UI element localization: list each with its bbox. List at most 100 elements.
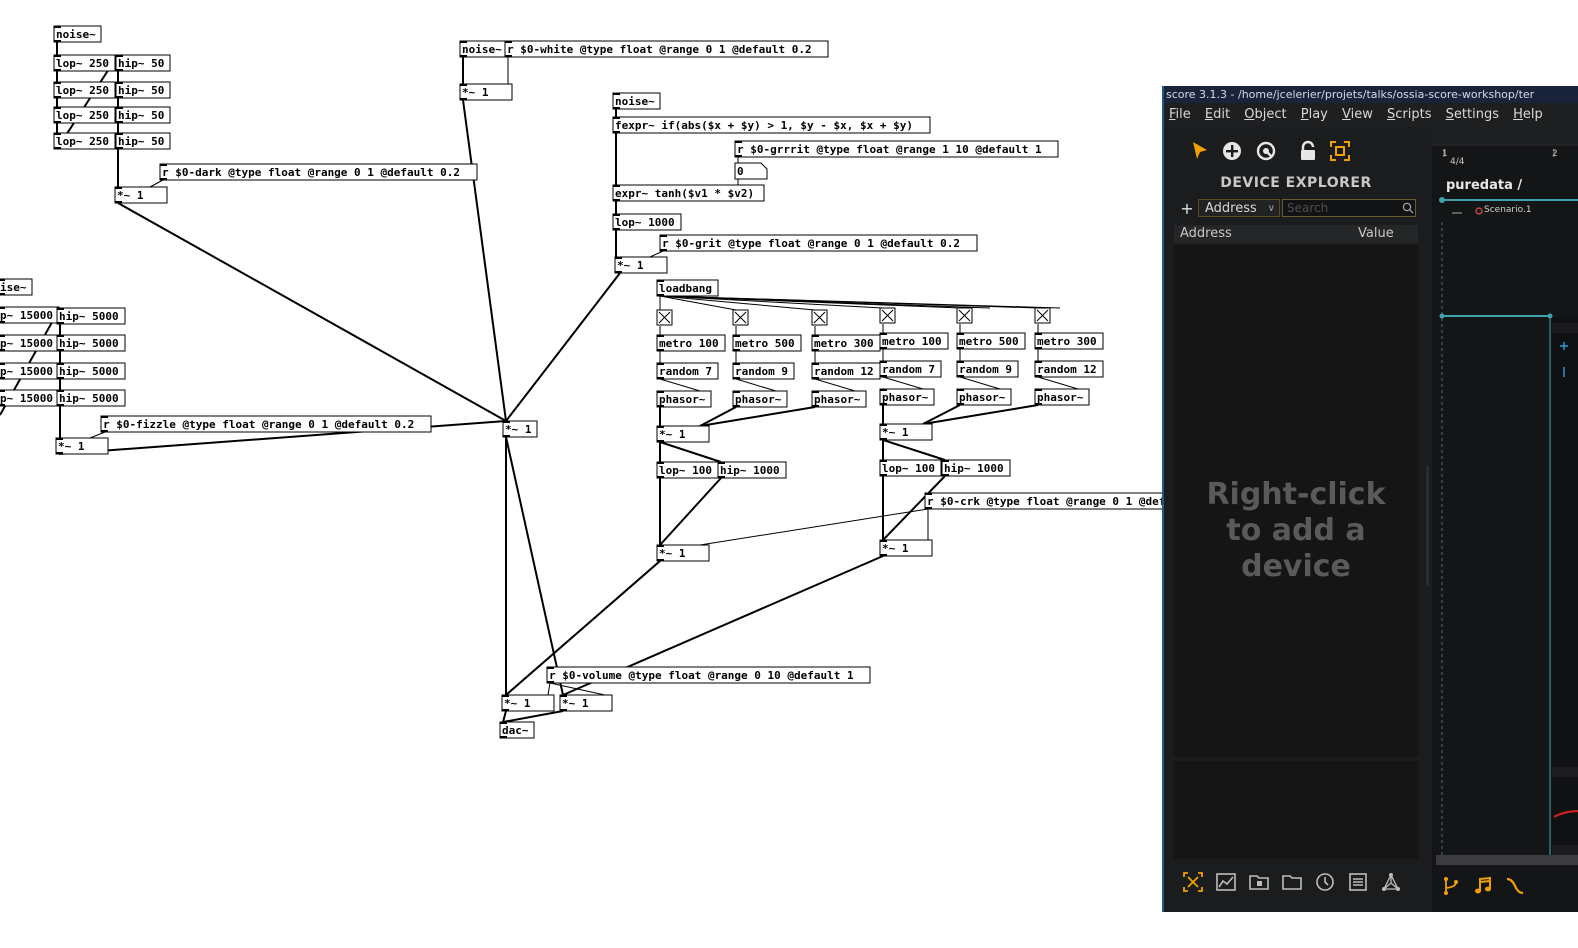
pd-inlet[interactable]: [503, 421, 510, 423]
pd-outlet[interactable]: [957, 347, 964, 349]
pd-object-loadbang[interactable]: loadbang: [656, 279, 719, 297]
pd-outlet[interactable]: [942, 474, 949, 476]
curve-step-icon[interactable]: [1504, 875, 1526, 897]
score-window[interactable]: score 3.1.3 - /home/jcelerier/projets/ta…: [1162, 86, 1578, 912]
pd-object-mul-1[interactable]: *~ 1: [501, 694, 555, 712]
pd-outlet[interactable]: [880, 554, 887, 556]
pd-object-hip-50[interactable]: hip~ 50: [115, 54, 171, 72]
pd-inlet[interactable]: [657, 363, 664, 365]
pd-outlet[interactable]: [957, 375, 964, 377]
pd-outlet[interactable]: [657, 377, 664, 379]
pd-outlet[interactable]: [660, 249, 667, 251]
pd-outlet[interactable]: [733, 377, 740, 379]
pd-inlet[interactable]: [957, 333, 964, 335]
pd-object-lop-250[interactable]: lop~ 250: [53, 106, 116, 124]
pd-object-lop-250[interactable]: lop~ 250: [53, 132, 116, 150]
pd-outlet[interactable]: [502, 709, 509, 711]
pd-object-lop-1000[interactable]: lop~ 1000: [612, 213, 682, 231]
pd-outlet[interactable]: [735, 155, 742, 157]
pd-inlet[interactable]: [1035, 389, 1042, 391]
pd-outlet[interactable]: [733, 405, 740, 407]
pd-connection[interactable]: [502, 710, 507, 723]
pd-object-r-crk[interactable]: r $0-crk @type float @range 0 1 @default: [924, 492, 1208, 510]
pd-outlet[interactable]: [560, 709, 567, 711]
pd-outlet[interactable]: [613, 131, 620, 133]
time-signature[interactable]: 4/4: [1450, 157, 1465, 167]
pd-object-hip-5000[interactable]: hip~ 5000: [56, 362, 126, 380]
pd-object-lop-15000-partial[interactable]: p~ 15000: [0, 389, 60, 407]
pd-inlet[interactable]: [733, 391, 740, 393]
pd-inlet[interactable]: [718, 462, 725, 464]
pd-inlet[interactable]: [547, 667, 554, 669]
pd-object-lop-100[interactable]: lop~ 100: [879, 459, 942, 477]
pd-inlet[interactable]: [880, 424, 887, 426]
menu-file[interactable]: File: [1169, 107, 1191, 122]
pd-outlet[interactable]: [880, 375, 887, 377]
pd-inlet[interactable]: [660, 235, 667, 237]
pd-object-hip-5000[interactable]: hip~ 5000: [56, 389, 126, 407]
pd-outlet[interactable]: [0, 349, 5, 351]
pd-object-mul-1[interactable]: *~ 1: [614, 256, 668, 274]
pd-connection[interactable]: [659, 477, 722, 546]
pd-connection[interactable]: [462, 99, 507, 422]
pd-inlet[interactable]: [733, 335, 740, 337]
pd-inlet[interactable]: [957, 389, 964, 391]
pd-inlet[interactable]: [0, 335, 5, 337]
pd-outlet[interactable]: [1035, 347, 1042, 349]
pd-object-hip-50[interactable]: hip~ 50: [115, 132, 171, 150]
pd-outlet[interactable]: [733, 349, 740, 351]
pd-inlet[interactable]: [615, 257, 622, 259]
pd-connection[interactable]: [699, 508, 929, 546]
pd-object-mul-1[interactable]: *~ 1: [879, 539, 933, 557]
pd-outlet[interactable]: [54, 147, 61, 149]
pd-connection[interactable]: [659, 378, 701, 392]
pd-inlet[interactable]: [560, 695, 567, 697]
column-value[interactable]: Value: [1358, 226, 1394, 241]
pd-connection[interactable]: [89, 431, 106, 439]
pd-outlet[interactable]: [54, 69, 61, 71]
pd-outlet[interactable]: [613, 107, 620, 109]
curve-icon[interactable]: [1215, 871, 1237, 893]
graph-icon[interactable]: [1380, 871, 1402, 893]
pd-inlet[interactable]: [502, 695, 509, 697]
pd-connection[interactable]: [882, 475, 946, 541]
pd-outlet[interactable]: [615, 271, 622, 273]
pd-inlet[interactable]: [657, 462, 664, 464]
pd-outlet[interactable]: [505, 55, 512, 57]
pd-connection[interactable]: [117, 202, 507, 422]
pd-inlet[interactable]: [0, 390, 5, 392]
pd-outlet[interactable]: [657, 294, 664, 296]
pd-inlet[interactable]: [942, 460, 949, 462]
pd-toggle[interactable]: [879, 307, 896, 324]
pd-outlet[interactable]: [56, 452, 63, 454]
pd-connection[interactable]: [959, 376, 1001, 390]
pd-inlet[interactable]: [657, 426, 664, 428]
pd-connection[interactable]: [699, 406, 816, 427]
pd-object-mul-1[interactable]: *~ 1: [502, 420, 538, 438]
pd-inlet[interactable]: [101, 416, 108, 418]
pd-inlet[interactable]: [657, 545, 664, 547]
pd-connection[interactable]: [149, 179, 164, 188]
pd-inlet[interactable]: [0, 307, 5, 309]
center-view-icon[interactable]: [1328, 139, 1352, 163]
pd-outlet[interactable]: [0, 321, 5, 323]
pd-object-random-12[interactable]: random 12: [811, 362, 881, 380]
pd-inlet[interactable]: [657, 280, 664, 282]
pd-object-r-fizzle[interactable]: r $0-fizzle @type float @range 0 1 @defa…: [100, 415, 432, 433]
pd-connection[interactable]: [735, 378, 777, 392]
pd-connection[interactable]: [659, 295, 884, 309]
pd-object-hip-50[interactable]: hip~ 50: [115, 81, 171, 99]
pd-outlet[interactable]: [880, 403, 887, 405]
pd-outlet[interactable]: [460, 55, 467, 57]
pd-object-phasor[interactable]: phasor~: [1034, 388, 1090, 406]
pd-connection[interactable]: [814, 378, 856, 392]
pd-object-phasor[interactable]: phasor~: [732, 390, 788, 408]
pd-object-phasor[interactable]: phasor~: [879, 388, 935, 406]
pd-connection[interactable]: [505, 272, 621, 422]
pd-connection[interactable]: [699, 406, 737, 427]
pd-object-mul-1[interactable]: *~ 1: [559, 694, 613, 712]
pd-inlet[interactable]: [0, 363, 5, 365]
pd-object-mul-1[interactable]: *~ 1: [459, 83, 513, 101]
scrollbar-thumb[interactable]: [1426, 466, 1429, 586]
